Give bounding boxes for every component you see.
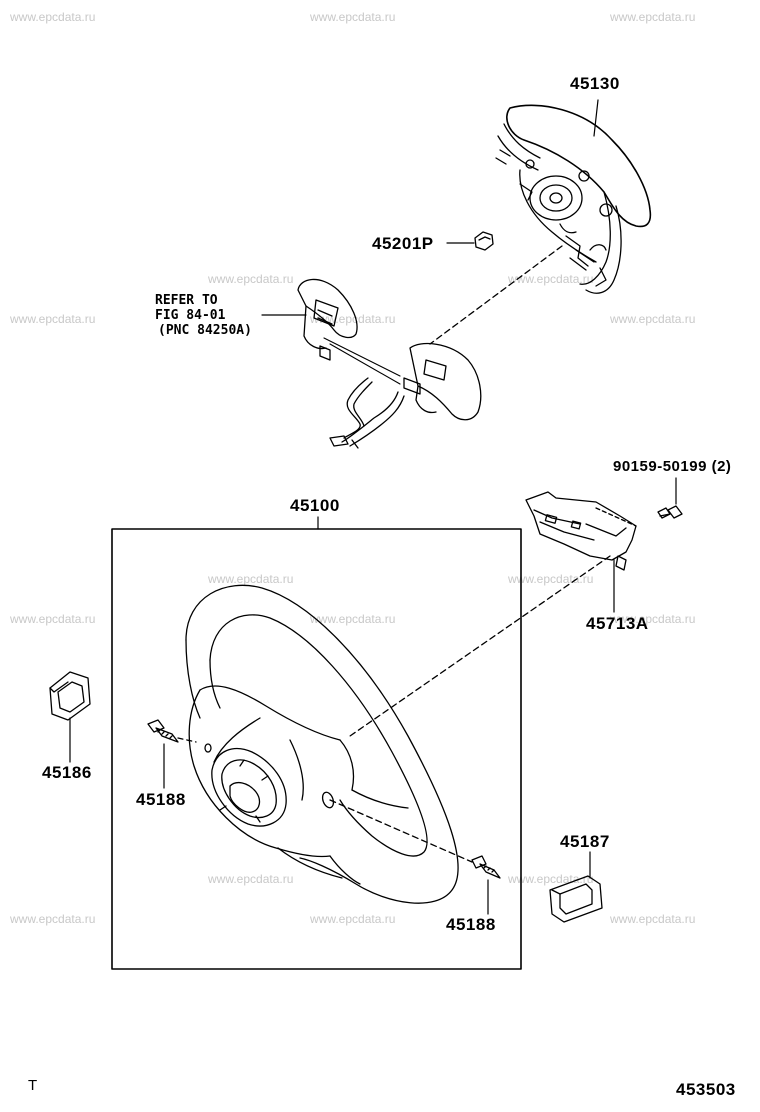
footer-left-mark: T — [28, 1077, 38, 1094]
part-label-45201p[interactable]: 45201P — [372, 234, 434, 253]
part-label-45713a[interactable]: 45713A — [586, 614, 649, 633]
cover-45186-drawing — [50, 672, 90, 720]
part-label-45186[interactable]: 45186 — [42, 763, 92, 782]
watermark: www.epcdata.ru — [610, 10, 696, 24]
watermark: www.epcdata.ru — [208, 872, 294, 886]
bracket-45713a-drawing — [526, 492, 636, 570]
watermark: www.epcdata.ru — [10, 10, 96, 24]
watermark: www.epcdata.ru — [610, 312, 696, 326]
part-label-45188-left[interactable]: 45188 — [136, 790, 186, 809]
cover-45187-drawing — [550, 876, 602, 922]
watermark: www.epcdata.ru — [10, 912, 96, 926]
watermark: www.epcdata.ru — [610, 912, 696, 926]
watermark: www.epcdata.ru — [10, 612, 96, 626]
part-label-45188-right[interactable]: 45188 — [446, 915, 496, 934]
steering-wheel-drawing — [186, 585, 458, 903]
reference-note-line-2[interactable]: FIG 84-01 — [155, 308, 226, 323]
watermark: www.epcdata.ru — [10, 312, 96, 326]
horn-pad-assembly-drawing — [496, 105, 650, 293]
part-label-90159-50199[interactable]: 90159-50199 (2) — [613, 458, 732, 475]
watermark: www.epcdata.ru — [610, 612, 696, 626]
watermark: www.epcdata.ru — [208, 572, 294, 586]
watermark: www.epcdata.ru — [310, 10, 396, 24]
figure-number: 453503 — [676, 1080, 736, 1099]
watermark: www.epcdata.ru — [508, 272, 594, 286]
reference-note-line-3: (PNC 84250A) — [158, 323, 252, 338]
watermark: www.epcdata.ru — [208, 272, 294, 286]
watermark: www.epcdata.ru — [310, 612, 396, 626]
reference-note-line-1: REFER TO — [155, 293, 218, 308]
part-label-45187[interactable]: 45187 — [560, 832, 610, 851]
steering-switch-drawing — [298, 279, 481, 448]
watermark: www.epcdata.ru — [310, 912, 396, 926]
part-label-45100[interactable]: 45100 — [290, 496, 340, 515]
nut-45201p-drawing — [475, 232, 493, 250]
steering-wheel-group-frame — [112, 529, 521, 969]
screw-45188-left-drawing — [148, 720, 178, 742]
screw-90159-drawing — [658, 506, 682, 518]
screw-45188-right-drawing — [472, 856, 500, 878]
part-label-45130[interactable]: 45130 — [570, 74, 620, 93]
